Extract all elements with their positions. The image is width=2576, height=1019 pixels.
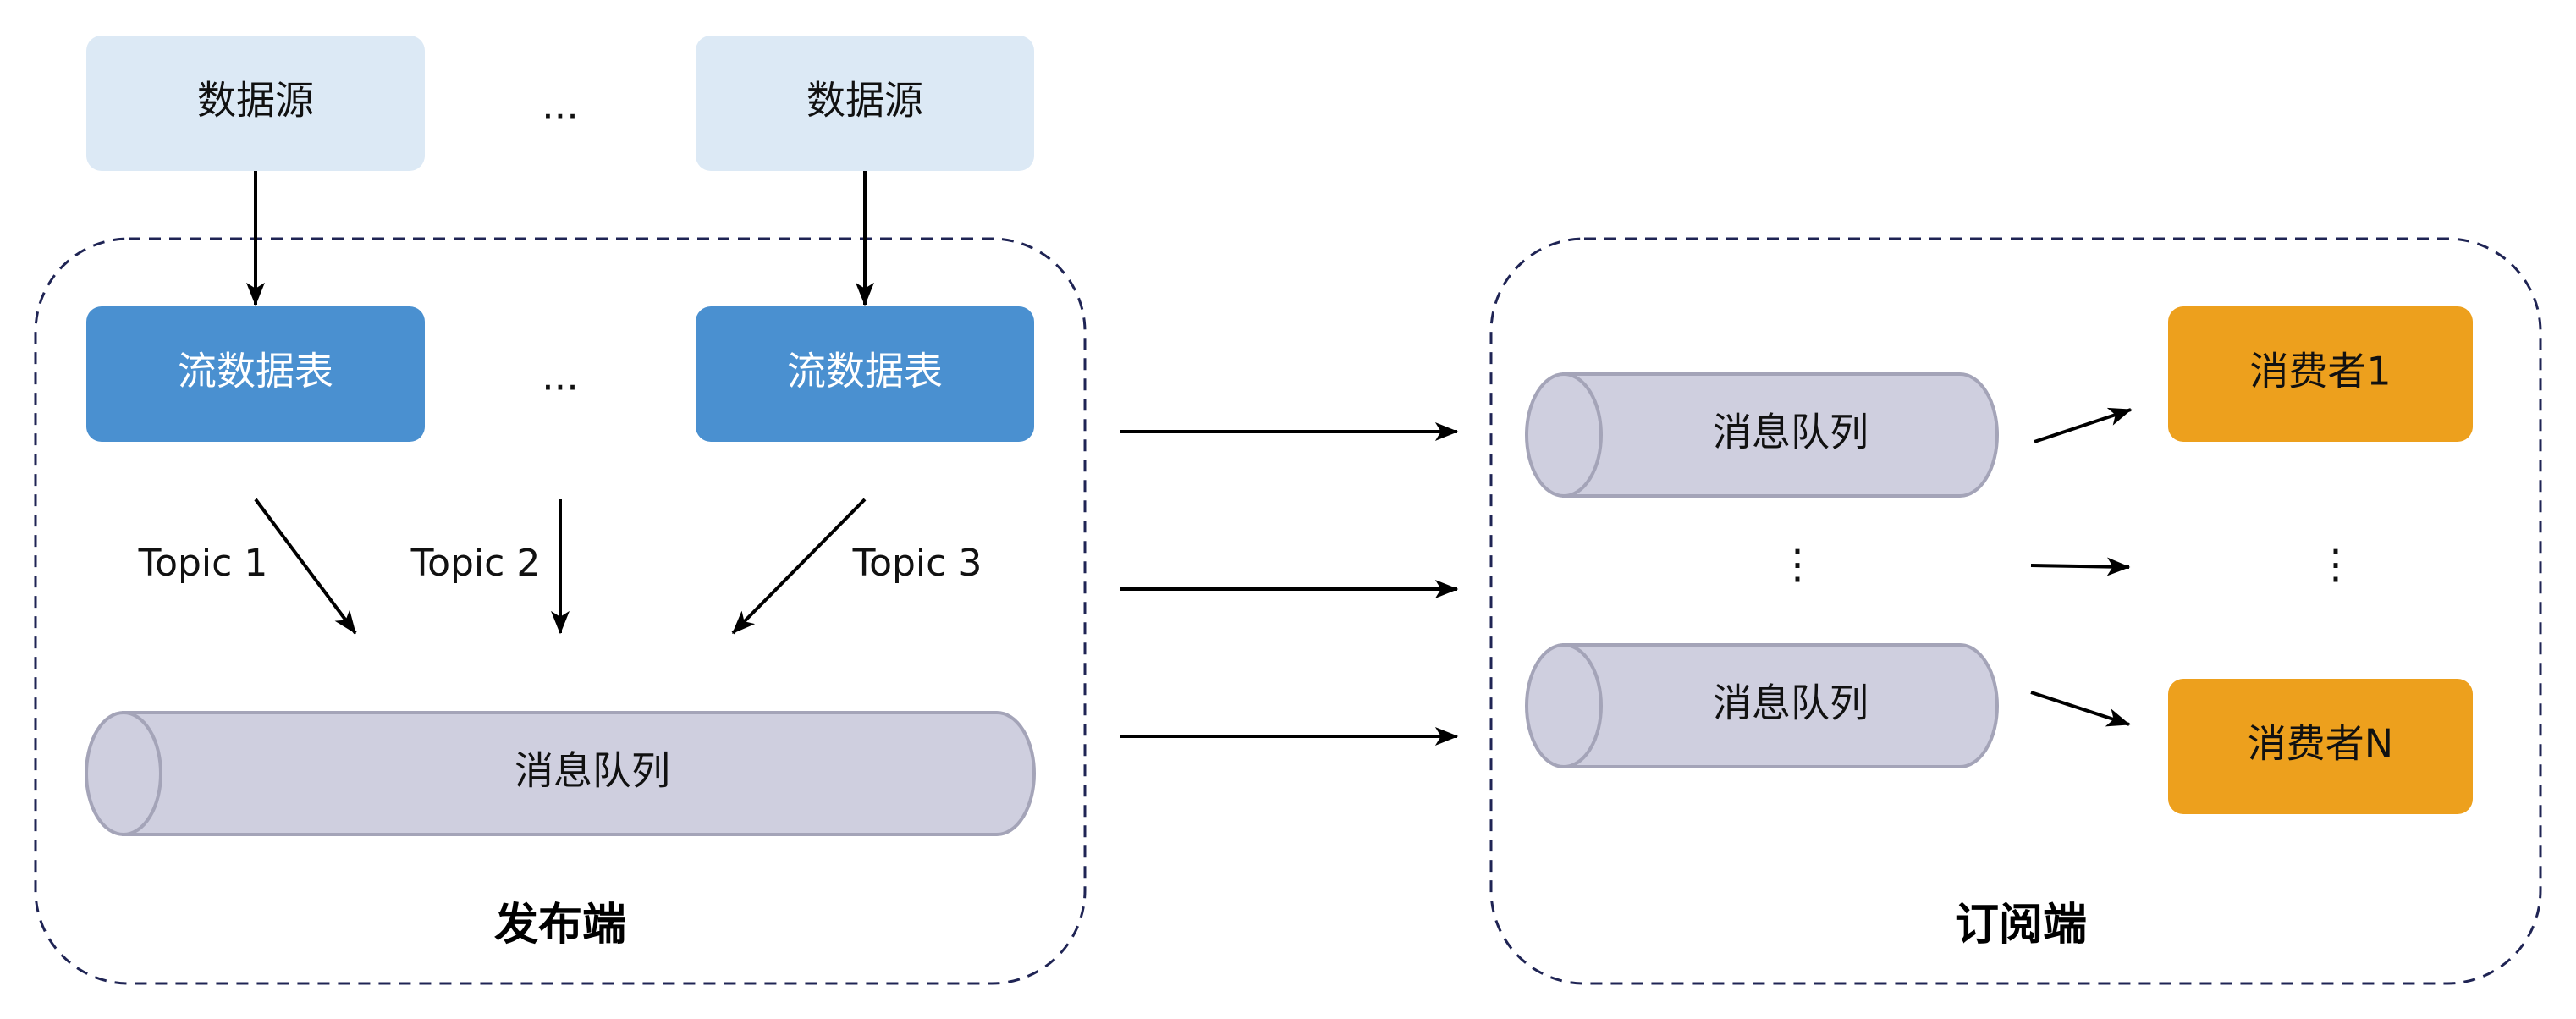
subscriber-queue-2-label: 消息队列 [1713,680,1869,726]
subscriber-border [1489,237,2542,985]
consumer-vertical-ellipsis: ⋮ [2315,541,2356,588]
stream-table-1: 流数据表 [86,306,425,442]
stream-table-2: 流数据表 [696,306,1034,442]
sources-ellipsis: ... [542,83,579,129]
tables-ellipsis: ... [542,354,579,399]
subscriber-message-queue-2: 消息队列 [1525,643,1999,768]
data-source-1: 数据源 [86,36,425,171]
subscriber-title: 订阅端 [1955,900,2087,950]
subscriber-message-queue-1: 消息队列 [1525,372,1999,498]
publisher-border [34,237,1087,985]
topic-1-label: Topic 1 [138,542,268,585]
publisher-group: 数据源 ... 数据源 流数据表 ... 流数据表 Topic 1 Topic … [34,36,1087,985]
topic-3-label: Topic 3 [852,542,983,585]
publisher-queue-label: 消息队列 [515,748,670,794]
arrow-queue-to-consumer-middle [2030,557,2131,576]
queue-vertical-ellipsis: ⋮ [1777,541,1818,588]
consumer-1-label: 消费者1 [2249,349,2391,394]
subscriber-queue-1-label: 消息队列 [1713,410,1869,455]
stream-table-1-label: 流数据表 [178,349,333,394]
publisher-title: 发布端 [494,900,626,950]
arrow-queue-to-consumer-n [2030,691,2131,727]
data-source-2-label: 数据源 [806,78,923,124]
arrow-topic-3 [731,498,867,635]
subscriber-group: 消息队列 ⋮ 消息队列 消费者1 ⋮ 消费者N 订阅端 [1489,237,2542,985]
data-source-1-label: 数据源 [197,78,314,124]
consumer-n: 消费者N [2168,679,2473,814]
data-source-2: 数据源 [696,36,1034,171]
arrow-queue-to-consumer-1 [2034,407,2133,443]
arrow-topic-1 [254,498,357,635]
consumer-1: 消费者1 [2168,306,2473,442]
consumer-n-label: 消费者N [2248,721,2393,767]
topic-2-label: Topic 2 [410,542,541,585]
publisher-message-queue: 消息队列 [85,711,1036,836]
stream-table-2-label: 流数据表 [787,349,943,394]
